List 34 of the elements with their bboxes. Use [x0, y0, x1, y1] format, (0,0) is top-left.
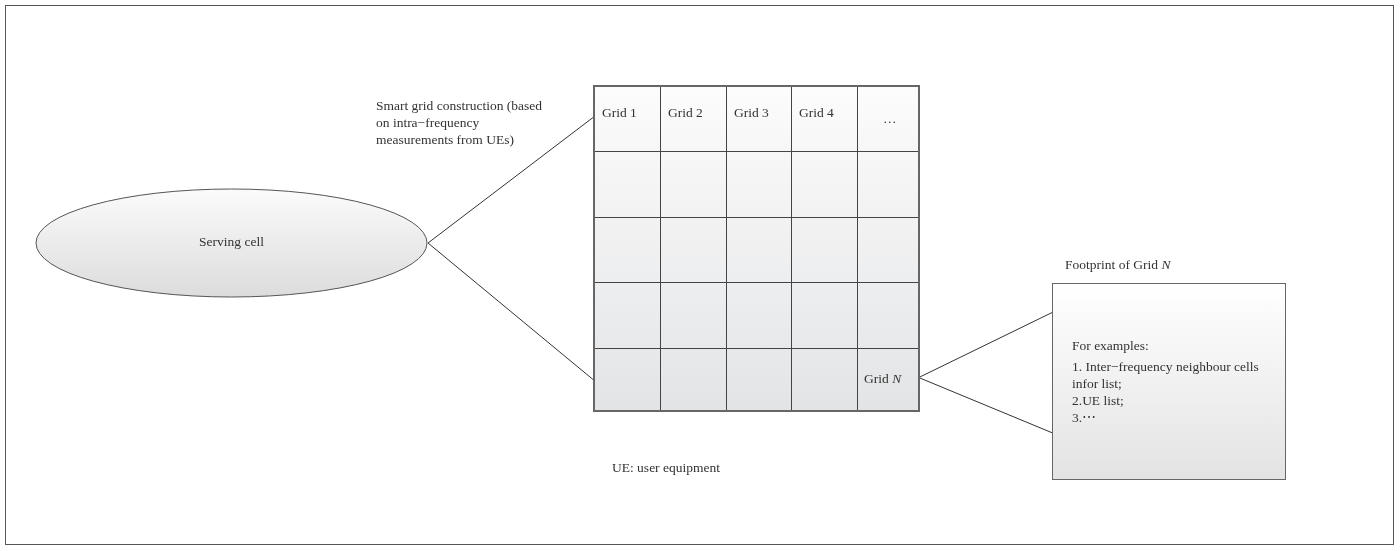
node-label: Serving cell	[198, 234, 265, 251]
grid-label: Grid 1	[602, 105, 637, 122]
grid-cell	[792, 283, 858, 349]
connector-line	[427, 117, 594, 244]
grid-cell	[661, 218, 727, 283]
grid-table	[593, 85, 920, 412]
box-heading: Footprint of Grid N	[1065, 257, 1171, 274]
list-text: 3.⋯	[1072, 410, 1098, 427]
grid-cell	[661, 87, 727, 152]
annotation-text: Smart grid construction (based on intra−frequency measurements from UEs)	[376, 98, 544, 149]
connector-line	[427, 242, 594, 380]
grid-cell	[595, 218, 661, 283]
grid-cell	[792, 218, 858, 283]
grid-cell	[595, 283, 661, 349]
grid-label: Grid 4	[799, 105, 834, 122]
grid-cell	[595, 87, 661, 152]
grid-label: Grid 2	[668, 105, 703, 122]
grid-label: Grid 3	[734, 105, 769, 122]
caption-note: UE: user equipment	[612, 460, 721, 477]
grid-cell	[727, 283, 792, 349]
grid-cell	[792, 152, 858, 218]
list-text: 2.UE list;	[1072, 393, 1125, 410]
grid-cell	[661, 283, 727, 349]
grid-cell	[792, 87, 858, 152]
grid-cell	[727, 87, 792, 152]
list-text: For examples:	[1072, 338, 1150, 355]
cell-ellipse	[35, 188, 428, 298]
grid-cell	[661, 152, 727, 218]
grid-cell	[727, 218, 792, 283]
grid-cell	[727, 152, 792, 218]
grid-cell	[595, 152, 661, 218]
grid-label: Grid N	[864, 371, 902, 388]
grid-label: …	[883, 111, 897, 128]
list-text: 1. Inter−frequency neighbour cells infor list;	[1072, 359, 1260, 393]
